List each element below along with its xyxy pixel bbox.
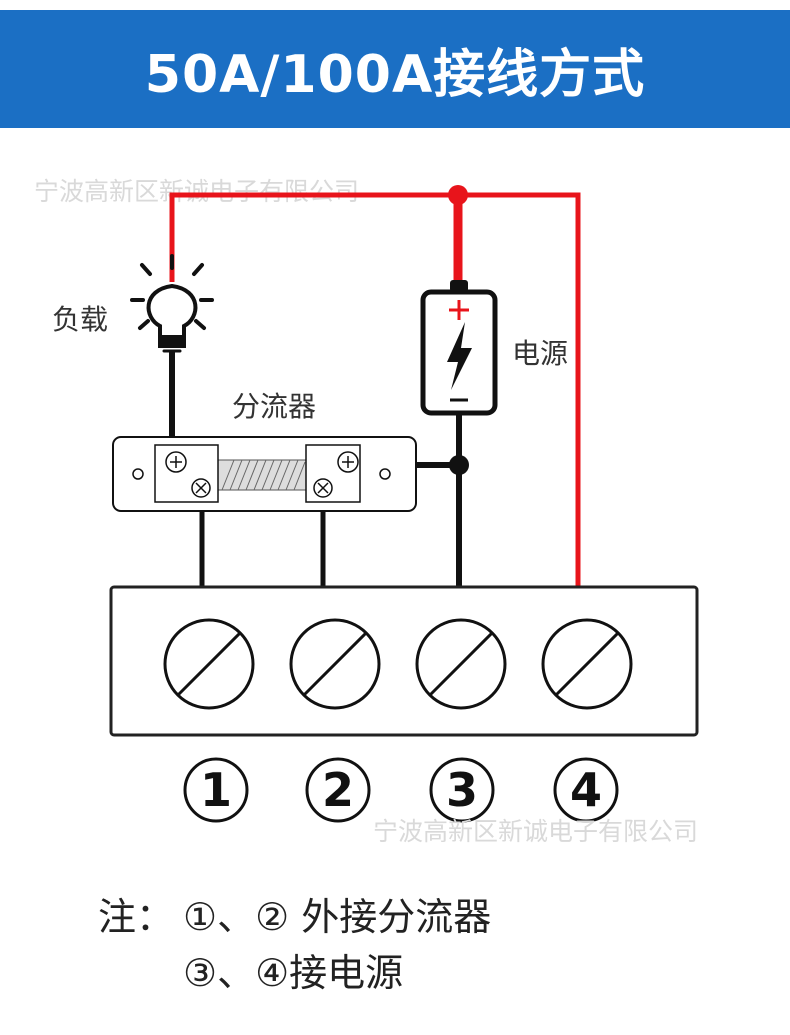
terminal-number-4: 4 — [553, 757, 619, 823]
note-prefix: 注： — [98, 895, 175, 939]
screw-icon — [165, 451, 359, 498]
terminal-number-2: 2 — [305, 757, 371, 823]
note-line-1: ①、② 外接分流器 — [183, 895, 492, 939]
shunt-label: 分流器 — [232, 390, 317, 423]
terminal-block — [109, 585, 699, 737]
svg-text:2: 2 — [322, 763, 354, 817]
terminal-screw-2 — [289, 618, 381, 710]
watermark-top: 宁波高新区新诚电子有限公司 — [34, 177, 360, 206]
note-line-2: ③、④接电源 — [183, 951, 404, 995]
terminal-screw-4 — [541, 618, 633, 710]
lightning-icon — [447, 322, 472, 390]
svg-text:4: 4 — [570, 763, 602, 817]
power-label: 电源 — [512, 337, 569, 370]
page-title: 50A/100A接线方式 — [144, 44, 646, 105]
svg-text:3: 3 — [446, 763, 478, 817]
terminal-screw-3 — [415, 618, 507, 710]
load-label: 负载 — [52, 303, 109, 336]
positive-wire — [169, 185, 581, 587]
terminal-number-1: 1 — [183, 757, 249, 823]
terminal-numbers: 1 2 3 4 — [183, 757, 619, 823]
bulb-icon — [130, 254, 214, 353]
watermark-bottom: 宁波高新区新诚电子有限公司 — [373, 817, 699, 846]
svg-text:1: 1 — [200, 763, 232, 817]
terminal-number-3: 3 — [429, 757, 495, 823]
shunt — [112, 436, 417, 512]
header-banner: 50A/100A接线方式 — [0, 10, 790, 128]
terminal-screw-1 — [163, 618, 255, 710]
battery-icon — [420, 280, 498, 416]
